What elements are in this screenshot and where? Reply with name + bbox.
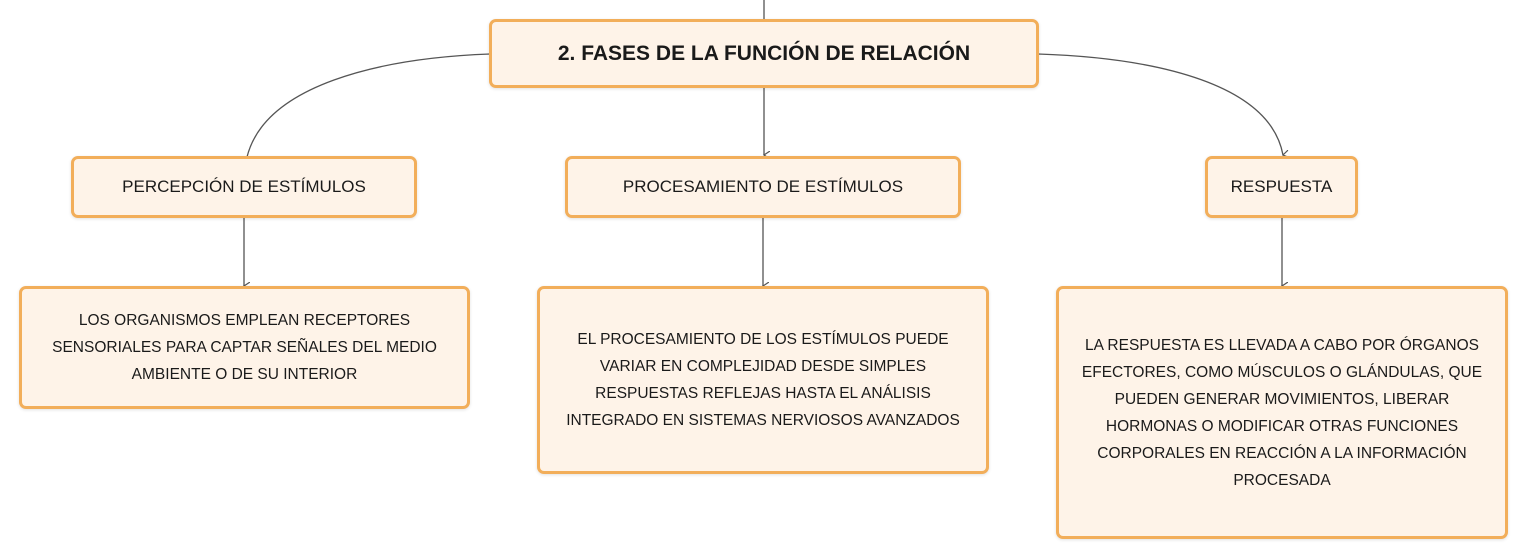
phase-label-perception: PERCEPCIÓN DE ESTÍMULOS bbox=[122, 177, 366, 196]
description-text-perception: LOS ORGANISMOS EMPLEAN RECEPTORES SENSOR… bbox=[52, 312, 437, 383]
description-node-processing[interactable]: EL PROCESAMIENTO DE LOS ESTÍMULOS PUEDE … bbox=[537, 286, 989, 474]
description-text-response: LA RESPUESTA ES LLEVADA A CABO POR ÓRGAN… bbox=[1081, 336, 1483, 489]
description-text-processing: EL PROCESAMIENTO DE LOS ESTÍMULOS PUEDE … bbox=[566, 331, 960, 429]
connector-title-to-perception bbox=[246, 53, 491, 158]
description-node-response[interactable]: LA RESPUESTA ES LLEVADA A CABO POR ÓRGAN… bbox=[1056, 286, 1508, 539]
title-node[interactable]: 2. FASES DE LA FUNCIÓN DE RELACIÓN bbox=[489, 19, 1039, 88]
connector-title-to-response bbox=[1037, 53, 1283, 155]
title-label: 2. FASES DE LA FUNCIÓN DE RELACIÓN bbox=[557, 41, 971, 65]
description-node-perception[interactable]: LOS ORGANISMOS EMPLEAN RECEPTORES SENSOR… bbox=[19, 286, 470, 409]
phase-node-perception[interactable]: PERCEPCIÓN DE ESTÍMULOS bbox=[71, 156, 417, 218]
phase-label-processing: PROCESAMIENTO DE ESTÍMULOS bbox=[622, 177, 904, 196]
phase-node-response[interactable]: RESPUESTA bbox=[1205, 156, 1358, 218]
phase-node-processing[interactable]: PROCESAMIENTO DE ESTÍMULOS bbox=[565, 156, 961, 218]
phase-label-response: RESPUESTA bbox=[1230, 177, 1333, 196]
